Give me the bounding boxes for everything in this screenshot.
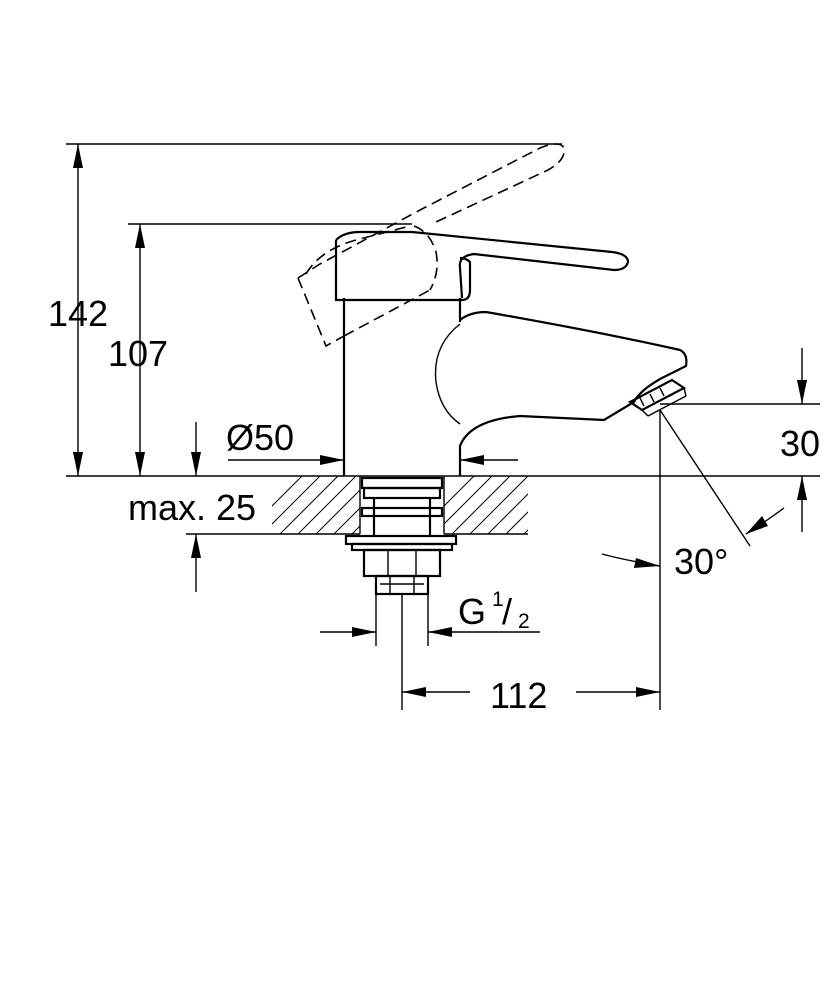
lever-raised-outline (297, 143, 565, 348)
dimension-107 (128, 223, 412, 476)
dimension-angle (601, 409, 785, 710)
label-projection: 112 (490, 675, 547, 716)
dimension-projection (402, 687, 660, 697)
label-thread-prefix: G (458, 591, 486, 632)
label-body-height: 107 (108, 333, 168, 374)
faucet-body (334, 230, 688, 476)
label-total-height: 142 (48, 293, 108, 334)
dimension-thread (320, 594, 540, 646)
dimension-diameter (228, 455, 518, 465)
label-thread-denominator: 2 (518, 610, 530, 633)
dimension-outlet-height (660, 348, 820, 532)
dimension-max-thickness (186, 422, 272, 592)
label-diameter: Ø50 (226, 417, 294, 458)
countertop-hatch-right (444, 476, 528, 534)
label-outlet-height: 30 (780, 423, 820, 464)
mounting-hardware (344, 476, 458, 710)
label-thread-slash: / (502, 591, 512, 632)
label-thread-numerator: 1 (492, 588, 504, 611)
countertop-hatch-left (272, 476, 360, 534)
label-angle: 30° (674, 541, 728, 582)
countertop-section (272, 476, 528, 535)
dimension-142 (66, 143, 562, 476)
label-max-thickness: max. 25 (128, 487, 256, 528)
